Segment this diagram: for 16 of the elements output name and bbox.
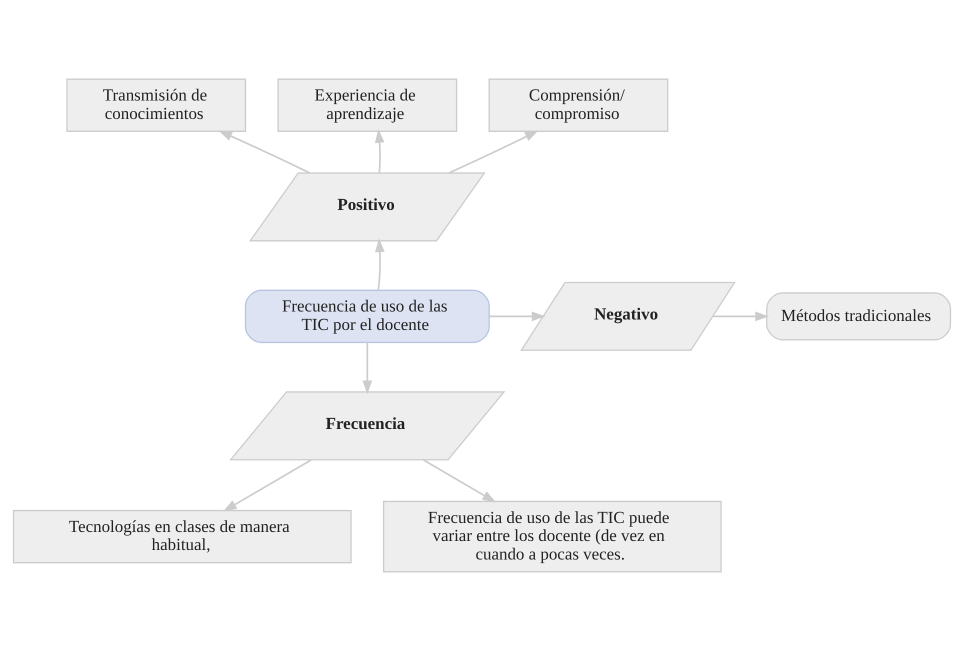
node-box: Experiencia de aprendizaje (277, 78, 458, 132)
arrow (448, 130, 539, 174)
node-box: Métodos tradicionales (766, 292, 952, 340)
node-box: Frecuencia de uso de las TIC por el docente (244, 290, 490, 344)
node-box: Transmisión de conocimientos (66, 78, 246, 132)
arrow (374, 129, 384, 173)
node-box: Frecuencia de uso de las TIC puede variar entre los docente (de vez en cuando a pocas veces. (382, 500, 722, 572)
arrow (218, 130, 310, 174)
arrow (422, 459, 496, 502)
arrow (222, 459, 312, 512)
arrow (375, 238, 385, 290)
arrow (362, 342, 372, 394)
arrow (490, 312, 546, 322)
arrow (713, 312, 770, 322)
node-box: Comprensión/ compromiso (488, 78, 668, 132)
node-box: Tecnologías en clases de manera habitual, (12, 510, 352, 564)
